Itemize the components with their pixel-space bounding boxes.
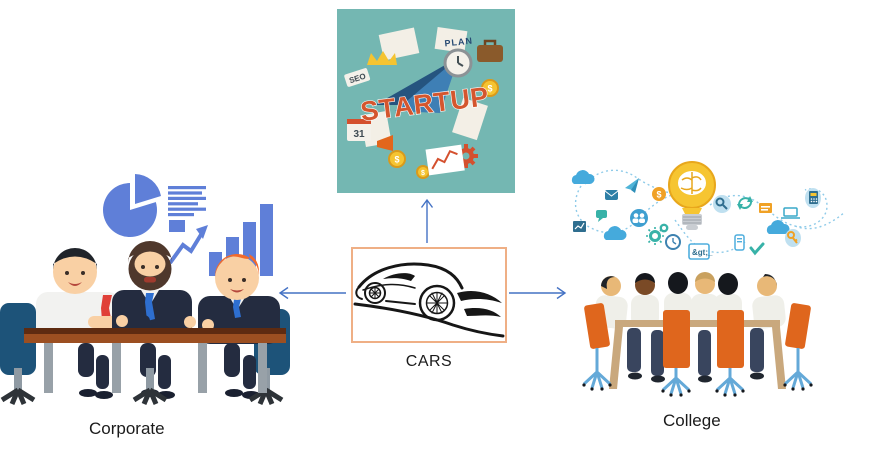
calendar-icon: 31 <box>347 119 371 141</box>
clock-icon <box>665 234 681 250</box>
cars-label: CARS <box>405 353 453 370</box>
college-chair-bases <box>582 348 813 395</box>
cloud-icon <box>603 226 627 240</box>
car-swooshes <box>383 273 502 317</box>
svg-text:&gt;_: &gt;_ <box>692 248 713 257</box>
car-sketch <box>353 262 505 338</box>
trend-arrow-icon <box>168 225 208 265</box>
laptop-icon <box>781 207 800 219</box>
folder-icon <box>759 203 772 213</box>
svg-text:$: $ <box>394 155 399 165</box>
dollar-coin-icon: $ <box>481 79 499 97</box>
car-front <box>355 286 363 300</box>
office-chair-left <box>0 303 36 375</box>
magnifier-icon <box>713 195 731 213</box>
gears-icon <box>646 223 669 245</box>
college-illustration: $ &gt;_ <box>571 161 846 397</box>
orange-chairs <box>584 303 811 368</box>
mail-icon <box>604 190 619 200</box>
document-lines-icon <box>168 186 206 232</box>
people-legs <box>78 343 260 399</box>
arrow-up-to-startup <box>420 198 434 243</box>
sync-icon <box>737 196 753 210</box>
plan-text: PLAN <box>444 36 473 49</box>
key-icon <box>785 229 801 247</box>
briefcase-icon <box>477 39 503 62</box>
dollar-coin-icon: $ <box>652 187 666 201</box>
college-label: College <box>663 411 721 430</box>
network-dashed-lines <box>574 169 846 254</box>
svg-text:31: 31 <box>353 129 365 140</box>
users-icon <box>630 209 648 227</box>
clock-icon <box>443 48 473 78</box>
svg-text:$: $ <box>421 170 425 177</box>
speech-bubble-icon <box>596 210 607 222</box>
meeting-table <box>24 328 286 393</box>
cloud-icon <box>571 170 595 184</box>
front-wheel <box>364 282 386 304</box>
blue-tie <box>145 293 155 321</box>
svg-text:$: $ <box>487 84 492 94</box>
dollar-coin-icon: $ <box>388 150 406 168</box>
paper-plane-icon <box>625 178 639 193</box>
phone-icon <box>734 234 745 251</box>
seo-tag: SEO <box>344 68 371 87</box>
lightbulb-brain-icon <box>668 161 716 230</box>
car-side-line <box>362 283 416 291</box>
chart-board-icon <box>573 221 586 232</box>
arrow-right-to-college <box>509 286 567 300</box>
businessman-middle <box>112 241 196 342</box>
corporate-illustration <box>0 174 290 405</box>
rocket-icon <box>375 57 459 113</box>
car-ground-swoosh <box>353 302 505 338</box>
car-body <box>357 262 464 290</box>
dollar-coin-icon: $ <box>416 165 430 179</box>
college-table <box>609 320 786 389</box>
car-underbody <box>385 300 416 305</box>
megaphone-icon <box>377 135 393 151</box>
svg-text:$: $ <box>656 190 661 200</box>
caster-dots <box>582 383 813 397</box>
crown-icon <box>367 51 397 65</box>
calculator-icon <box>805 188 821 208</box>
cars-box <box>351 247 507 343</box>
corporate-label: Corporate <box>89 419 165 438</box>
startup-collage-image: $ $ $ SEO 31 PLA <box>337 9 515 193</box>
chart-card-icon <box>425 144 465 176</box>
pie-chart-icon <box>103 174 161 237</box>
rear-wheel <box>418 284 456 322</box>
terminal-icon: &gt;_ <box>688 243 713 260</box>
checkmark-icon <box>749 242 765 256</box>
